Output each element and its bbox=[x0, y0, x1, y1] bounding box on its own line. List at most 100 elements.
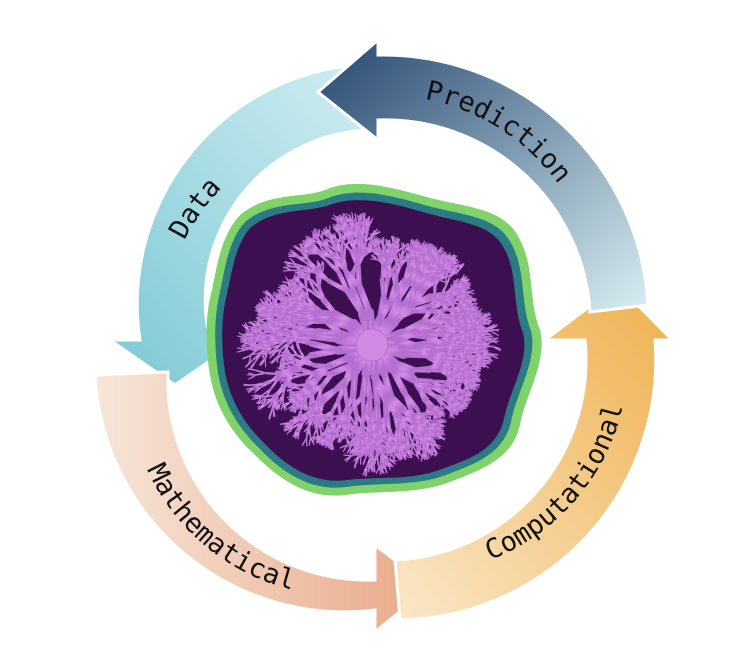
colony-branch bbox=[277, 322, 285, 327]
colony-branch bbox=[286, 299, 296, 306]
colony-branch bbox=[323, 436, 326, 445]
colony-branch bbox=[489, 330, 499, 336]
colony-branch bbox=[481, 362, 490, 365]
colony-branch bbox=[288, 395, 295, 402]
colony-branch bbox=[410, 440, 413, 452]
colony-branch bbox=[312, 435, 315, 443]
colony-branch bbox=[384, 242, 387, 250]
colony-branch bbox=[356, 426, 363, 431]
colony-branch bbox=[362, 457, 367, 465]
colony-branch bbox=[396, 279, 407, 302]
prediction-arrow bbox=[315, 36, 650, 314]
colony-branch bbox=[278, 361, 282, 370]
colony-branch bbox=[282, 285, 290, 290]
colony-branch bbox=[302, 249, 311, 255]
colony-branch bbox=[314, 412, 317, 421]
colony-branch bbox=[266, 290, 274, 297]
colony-branch bbox=[251, 396, 263, 400]
colony-branch bbox=[425, 430, 434, 443]
colony-branch bbox=[406, 428, 420, 437]
colony-branch bbox=[403, 451, 410, 459]
colony-branch bbox=[316, 261, 321, 269]
colony-branch bbox=[247, 368, 257, 371]
colony-branch bbox=[305, 370, 317, 383]
colony-branch bbox=[281, 300, 289, 304]
colony-branch bbox=[242, 354, 252, 360]
colony-branch bbox=[308, 278, 316, 291]
colony-branch bbox=[274, 384, 287, 399]
colony-branch bbox=[418, 447, 427, 451]
colony-branch bbox=[338, 224, 347, 230]
colony-branch bbox=[337, 435, 341, 443]
colony-branch bbox=[270, 340, 283, 347]
colony-branch bbox=[400, 257, 407, 266]
colony-branch bbox=[276, 365, 295, 376]
colony-branch bbox=[354, 248, 359, 269]
colony-branch bbox=[434, 425, 443, 430]
colony-branch bbox=[390, 270, 397, 288]
colony-branch bbox=[318, 417, 327, 423]
colony-branch bbox=[353, 427, 356, 436]
colony-branch bbox=[286, 359, 295, 364]
colony-branch bbox=[353, 223, 361, 231]
colony-branch bbox=[405, 448, 411, 457]
colony-branch bbox=[292, 391, 302, 398]
colony-branch bbox=[464, 392, 473, 395]
colony-branch bbox=[424, 389, 440, 399]
colony-branch bbox=[398, 420, 403, 434]
colony-branch bbox=[313, 363, 331, 380]
colony-branch bbox=[318, 233, 324, 241]
colony-branch bbox=[336, 430, 340, 439]
colony-branch bbox=[323, 239, 329, 248]
colony-branch bbox=[329, 310, 358, 327]
colony-branch bbox=[363, 233, 368, 244]
colony-branch bbox=[257, 315, 266, 320]
colony-branch bbox=[303, 318, 318, 328]
colony-branch bbox=[374, 250, 382, 257]
colony-branch bbox=[433, 418, 442, 423]
colony-branch bbox=[264, 371, 280, 376]
colony-branch bbox=[296, 292, 304, 301]
colony-branch bbox=[351, 431, 355, 440]
colony-branch bbox=[404, 429, 409, 439]
colony-branch bbox=[328, 316, 354, 331]
colony-branch bbox=[287, 389, 294, 393]
colony-branch bbox=[290, 416, 301, 424]
colony-branch bbox=[302, 414, 308, 422]
colony-branch bbox=[298, 409, 302, 417]
colony-branch bbox=[315, 436, 323, 443]
colony-branch bbox=[263, 291, 272, 298]
colony-branch bbox=[320, 386, 340, 405]
colony-branch bbox=[259, 336, 268, 341]
colony-branch bbox=[333, 242, 344, 256]
colony-branch bbox=[272, 305, 280, 310]
colony-branch bbox=[431, 436, 437, 444]
colony-branch bbox=[439, 406, 447, 410]
colony-branch bbox=[299, 311, 317, 321]
colony-branch bbox=[256, 316, 264, 323]
colony-branch bbox=[380, 451, 390, 461]
colony-branch bbox=[359, 228, 367, 239]
colony-branch bbox=[471, 382, 476, 390]
colony-branch bbox=[395, 247, 399, 255]
colony-branch bbox=[338, 226, 347, 232]
colony-branch bbox=[350, 287, 366, 317]
colony-branch bbox=[311, 230, 318, 240]
colony-branch bbox=[351, 212, 355, 224]
colony-branch bbox=[261, 397, 267, 407]
colony-branch bbox=[369, 421, 380, 430]
colony-branch bbox=[427, 368, 442, 373]
colony-branch bbox=[380, 243, 386, 250]
colony-branch bbox=[436, 397, 447, 408]
colony-branch bbox=[302, 243, 312, 248]
colony-branch bbox=[288, 253, 299, 257]
colony-branch bbox=[290, 286, 294, 295]
colony-branch bbox=[426, 412, 438, 415]
colony-branch bbox=[317, 416, 326, 421]
colony-branch bbox=[354, 459, 358, 469]
colony-branch bbox=[405, 440, 410, 449]
colony-branch bbox=[416, 439, 419, 447]
colony-branch bbox=[344, 455, 353, 461]
colony-branch bbox=[360, 213, 363, 224]
colony-branch bbox=[296, 285, 307, 289]
